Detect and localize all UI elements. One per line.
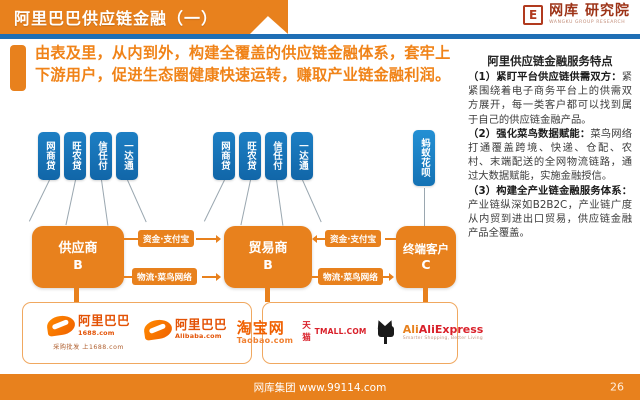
alibaba-tagline: 采购批发 上1688.com [53,343,124,351]
node-sublabel: C [421,257,431,272]
node-end-customer-c[interactable]: 终端客户 C [396,226,456,288]
chip-wangshangdai[interactable]: 网商贷 [213,132,235,180]
tmall-name-cn: 天猫 [302,321,311,343]
connector-line [424,188,425,230]
chip-wangnongdai[interactable]: 旺农贷 [239,132,261,180]
node-sublabel: B [263,257,273,272]
brand-logo: E 网库 研究院 WANGKU GROUP RESEARCH [523,4,630,26]
connector-bar [196,238,218,240]
side-paragraph-lead: （2）强化菜鸟数据赋能： [468,127,591,140]
flow-label-logistics-cainiao: 物流·菜鸟网络 [318,268,383,285]
connector-line [101,179,109,226]
headline-block: 由表及里，从内到外，构建全覆盖的供应链金融体系，套牢上下游用户，促进生态圈健康快… [10,42,458,91]
connector-bar [74,288,79,302]
chip-wangshangdai[interactable]: 网商贷 [38,132,60,180]
connector-bar [124,276,132,278]
alibaba-swoosh-icon [142,317,174,341]
node-trader-b[interactable]: 贸易商 B [224,226,312,288]
node-label: 供应商 [58,241,98,256]
alibaba-domain-1688: 1688.com [77,328,115,337]
connector-bar [265,288,270,302]
alibaba-swoosh-icon [45,314,77,337]
side-paragraph: （1）紧盯平台供应链供需双方：紧紧围绕着电子商务平台上的供需双方展开，每一类客户… [468,70,632,127]
alibaba-name-cn: 阿里巴巴 [77,313,130,329]
arrow-right-icon [216,235,221,243]
connector-bar [385,238,397,240]
side-paragraph-body: 菜鸟网络打通覆盖跨境、快递、仓配、农村、末端配送的全网物流链路，通过大数据赋能，… [468,127,633,183]
taobao-logo: 淘宝网 Taobao.com [236,318,294,345]
alibaba-1688-logo: 阿里巴巴 1688.com [45,313,130,337]
tmall-cat-icon [374,318,395,344]
side-paragraph-body: 产业链纵深如B2B2C，产业链广度从内贸到进出口贸易，供应链金融产品全覆盖。 [468,198,632,240]
connector-line [203,179,225,222]
tmall-domain: TMALL.COM [314,326,367,336]
connector-bar [202,276,218,278]
node-sublabel: B [73,257,83,272]
side-paragraph-lead: （1）紧盯平台供应链供需双方： [468,71,622,83]
arrow-right-icon [389,273,394,281]
brand-text-group: 网库 研究院 WANGKU GROUP RESEARCH [549,4,630,26]
arrow-left-icon [312,235,317,243]
logo-panel-retail: 淘宝网 Taobao.com 天猫 TMALL.COM AliAliExpres… [237,302,483,364]
brand-name-cn: 网库 研究院 [549,3,630,19]
connector-bar [382,276,390,278]
supply-chain-diagram: 网商贷 旺农贷 信任付 一达通 网商贷 旺农贷 信任付 一达通 蚂蚁花呗 供应商… [0,118,464,374]
side-paragraph-lead: （3）构建全产业链金融服务体系： [468,184,632,197]
connector-line [127,179,147,223]
alibaba-com-logo: 阿里巴巴 Alibaba.com [142,316,228,341]
flow-label-logistics-cainiao: 物流·菜鸟网络 [132,268,197,285]
chip-yidatong[interactable]: 一达通 [116,132,138,180]
side-paragraph: （3）构建全产业链金融服务体系：产业链纵深如B2B2C，产业链广度从内贸到进出口… [468,184,632,241]
flow-label-funds-alipay: 资金·支付宝 [325,230,382,247]
connector-bar [312,276,318,278]
title-bar: 阿里巴巴供应链金融（一） E 网库 研究院 WANGKU GROUP RESEA… [0,0,640,34]
title-underline-rule [0,34,640,39]
connector-line [28,179,50,222]
page-title: 阿里巴巴供应链金融（一） [14,9,219,28]
flow-label-funds-alipay: 资金·支付宝 [138,230,195,247]
side-panel: 阿里供应链金融服务特点 （1）紧盯平台供应链供需双方：紧紧围绕着电子商务平台上的… [464,52,636,374]
headline-bullet-icon [10,45,26,91]
side-paragraph-body: 紧紧围绕着电子商务平台上的供需双方展开，每一类客户都可以找到属于自己的供应链金融… [468,71,632,126]
connector-line [276,179,284,226]
connector-line [240,179,251,226]
alibaba-domain-com: Alibaba.com [175,332,222,341]
chip-wangnongdai[interactable]: 旺农贷 [64,132,86,180]
connector-bar [124,238,138,240]
footer-bar: 网库集团 www.99114.com 26 [0,374,640,400]
page-number: 26 [610,380,624,394]
aliexpress-logo: AliAliExpress Smarter Shopping, Better L… [402,322,484,342]
chip-xinrenfu[interactable]: 信任付 [90,132,112,180]
title-tab: 阿里巴巴供应链金融（一） [0,0,250,34]
chip-mayihuabei[interactable]: 蚂蚁花呗 [413,130,435,186]
taobao-name-cn: 淘宝网 [236,318,285,337]
brand-name-en: WANGKU GROUP RESEARCH [549,20,626,25]
aliexpress-name: AliExpress [418,322,484,336]
side-paragraph: （2）强化菜鸟数据赋能：菜鸟网络打通覆盖跨境、快递、仓配、农村、末端配送的全网物… [468,127,632,184]
chip-yidatong[interactable]: 一达通 [291,132,313,180]
logo-panel-alibaba: 阿里巴巴 1688.com 采购批发 上1688.com 阿里巴巴 Alibab… [22,302,252,364]
aliexpress-tagline: Smarter Shopping, Better Living [402,336,483,342]
footer-text: 网库集团 www.99114.com [253,381,387,394]
alibaba-name-cn: 阿里巴巴 [175,316,228,332]
tmall-logo: 天猫 TMALL.COM [302,319,366,343]
node-supplier-b[interactable]: 供应商 B [32,226,124,288]
brand-mark-icon: E [523,4,544,25]
side-panel-title: 阿里供应链金融服务特点 [487,54,613,68]
node-label: 终端客户 [403,242,449,256]
connector-bar [317,238,325,240]
connector-line [302,179,322,223]
node-label: 贸易商 [248,241,288,256]
connector-bar [423,288,428,302]
headline-text: 由表及里，从内到外，构建全覆盖的供应链金融体系，套牢上下游用户，促进生态圈健康快… [35,44,451,84]
chip-xinrenfu[interactable]: 信任付 [265,132,287,180]
connector-line [65,179,76,226]
arrow-right-icon [216,273,221,281]
taobao-domain: Taobao.com [236,335,294,345]
title-tab-wedge [250,0,288,34]
